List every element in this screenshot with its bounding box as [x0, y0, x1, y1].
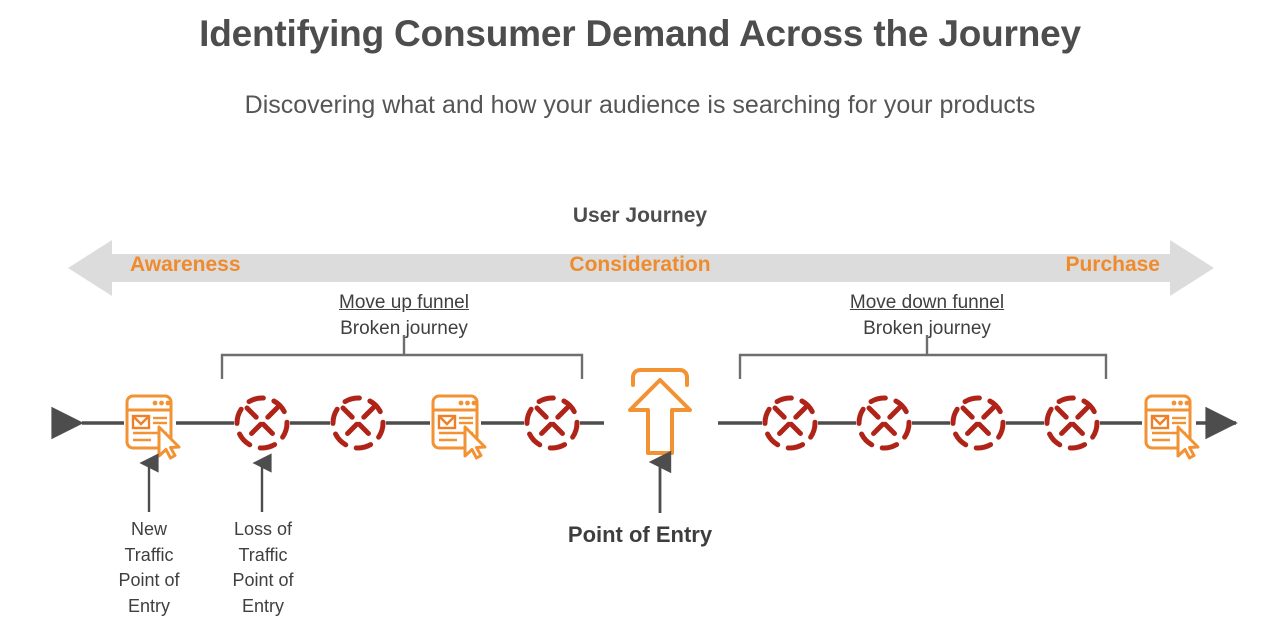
bracket-label-move-up-funnel: Move up funnel Broken journey [224, 290, 584, 341]
bracket-move-down-funnel [738, 335, 1108, 379]
bracket-label-line-2: Broken journey [340, 317, 468, 339]
timeline-node-touchpoint[interactable] [431, 394, 487, 460]
timeline-node-broken-journey[interactable] [333, 398, 383, 448]
page-title: Identifying Consumer Demand Across the J… [199, 13, 1081, 54]
timeline-node-broken-journey[interactable] [1047, 398, 1097, 448]
timeline-node-broken-journey[interactable] [765, 398, 815, 448]
stage-label-consideration: Consideration [569, 253, 711, 276]
bracket-move-up-funnel [220, 335, 584, 379]
user-journey-arrow-band [68, 237, 1214, 299]
double-headed-arrow-shape [68, 240, 1214, 296]
stage-label-purchase: Purchase [1065, 253, 1160, 276]
timeline-node-broken-journey[interactable] [859, 398, 909, 448]
stage-label-awareness: Awareness [130, 253, 241, 276]
bracket-label-line-2: Broken journey [863, 317, 991, 339]
timeline-node-broken-journey[interactable] [953, 398, 1003, 448]
bracket-label-line-1: Move down funnel [849, 292, 1005, 313]
user-journey-heading: User Journey [572, 204, 708, 227]
page-subtitle: Discovering what and how your audience i… [244, 91, 1036, 119]
timeline-node-touchpoint[interactable] [125, 394, 181, 460]
bracket-label-line-1: Move up funnel [339, 292, 469, 313]
timeline-node-entry-point[interactable] [628, 368, 692, 455]
timeline-node-touchpoint[interactable] [1144, 394, 1200, 460]
bracket-label-move-down-funnel: Move down funnel Broken journey [747, 290, 1107, 341]
annotation-point-of-entry: Point of Entry [567, 522, 713, 547]
timeline-node-broken-journey[interactable] [527, 398, 577, 448]
timeline-node-broken-journey[interactable] [237, 398, 287, 448]
